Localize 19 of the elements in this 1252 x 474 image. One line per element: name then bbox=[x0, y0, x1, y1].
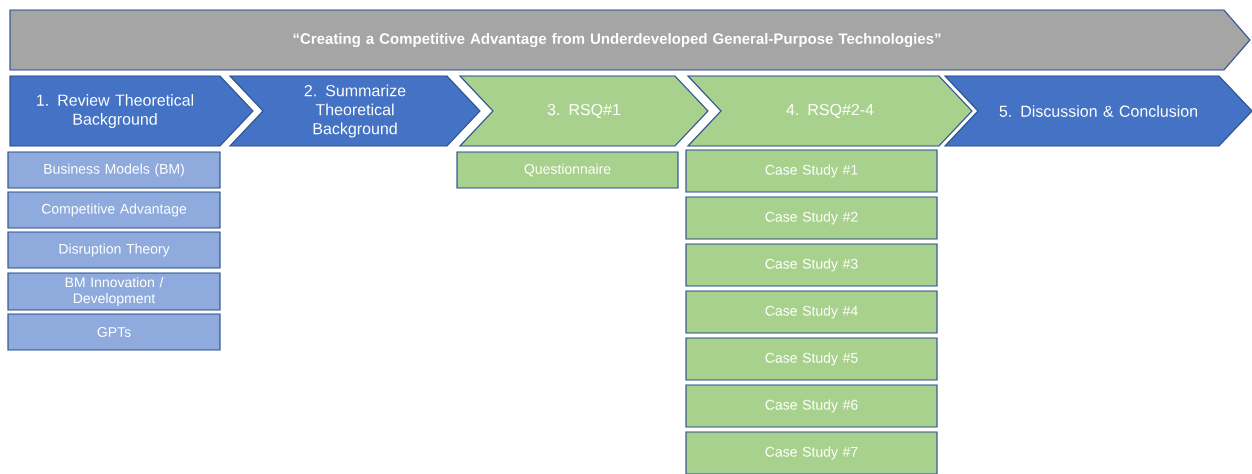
topic-box: Disruption Theory bbox=[7, 231, 221, 269]
case-study-box: Case Study #6 bbox=[685, 384, 938, 428]
title-banner: “Creating a Competitive Advantage from Underdeveloped General-Purpose Technologies” bbox=[9, 9, 1251, 71]
case-study-box: Case Study #1 bbox=[685, 149, 938, 193]
case-study-box: Case Study #4 bbox=[685, 290, 938, 334]
process-step: 3. RSQ#1 bbox=[458, 75, 709, 147]
topic-box: BM Innovation / Development bbox=[7, 272, 221, 311]
topic-box: Competitive Advantage bbox=[7, 191, 221, 229]
process-step: 1. Review Theoretical Background bbox=[9, 75, 254, 147]
process-step: 2. Summarize Theoretical Background bbox=[228, 75, 481, 147]
case-study-box: Case Study #2 bbox=[685, 196, 938, 240]
case-study-box: Case Study #3 bbox=[685, 243, 938, 287]
method-box: Questionnaire bbox=[456, 151, 679, 189]
topic-box: Business Models (BM) bbox=[7, 151, 221, 189]
case-study-box: Case Study #7 bbox=[685, 431, 938, 474]
case-study-box: Case Study #5 bbox=[685, 337, 938, 381]
process-step: 4. RSQ#2-4 bbox=[686, 75, 973, 147]
process-step: 5. Discussion & Conclusion bbox=[943, 75, 1252, 147]
topic-box: GPTs bbox=[7, 313, 221, 351]
